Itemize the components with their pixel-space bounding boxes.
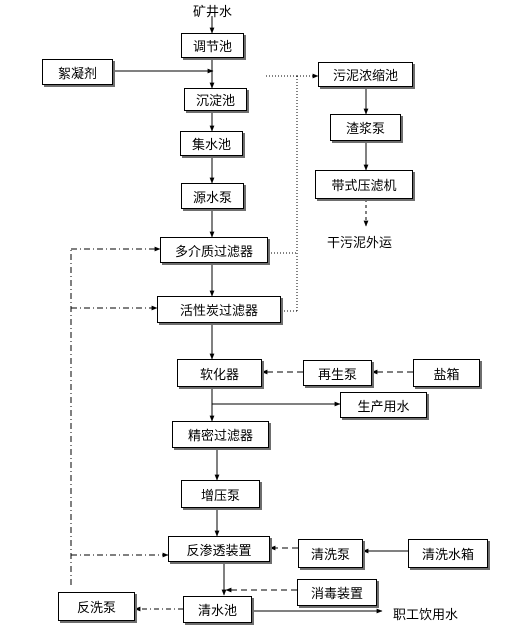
production-water-node: 生产用水 [340, 392, 427, 418]
clear-tank-node: 清水池 [183, 596, 252, 623]
cleaning-pump-node: 清洗泵 [298, 539, 363, 568]
booster-pump-node: 增压泵 [181, 480, 260, 508]
carbon-filter-node: 活性炭过滤器 [157, 296, 281, 323]
salt-tank-node: 盐箱 [413, 359, 480, 387]
disinfection-node: 消毒装置 [297, 579, 377, 606]
softener-node: 软化器 [177, 359, 262, 387]
staff-water-label: 职工饮用水 [393, 608, 459, 623]
ro-device-node: 反渗透装置 [168, 536, 270, 562]
multimedia-filter-node: 多介质过滤器 [160, 237, 268, 263]
regen-pump-node: 再生泵 [303, 360, 372, 386]
cleaning-tank-node: 清洗水箱 [408, 539, 488, 568]
mine-water-label: 矿井水 [193, 5, 233, 20]
belt-press-node: 带式压滤机 [315, 170, 413, 199]
slurry-pump-node: 渣浆泵 [330, 114, 401, 141]
collection-tank-node: 集水池 [180, 131, 243, 156]
regulating-tank-node: 调节池 [181, 33, 244, 58]
sedimentation-tank-node: 沉淀池 [184, 88, 247, 111]
backwash-pump-node: 反洗泵 [58, 592, 135, 621]
flocculant-node: 絮凝剂 [42, 59, 113, 85]
source-pump-node: 源水泵 [181, 183, 244, 209]
sludge-thickener-node: 污泥浓缩池 [318, 62, 413, 87]
precision-filter-node: 精密过滤器 [172, 421, 269, 448]
dry-sludge-label: 干污泥外运 [327, 236, 393, 251]
